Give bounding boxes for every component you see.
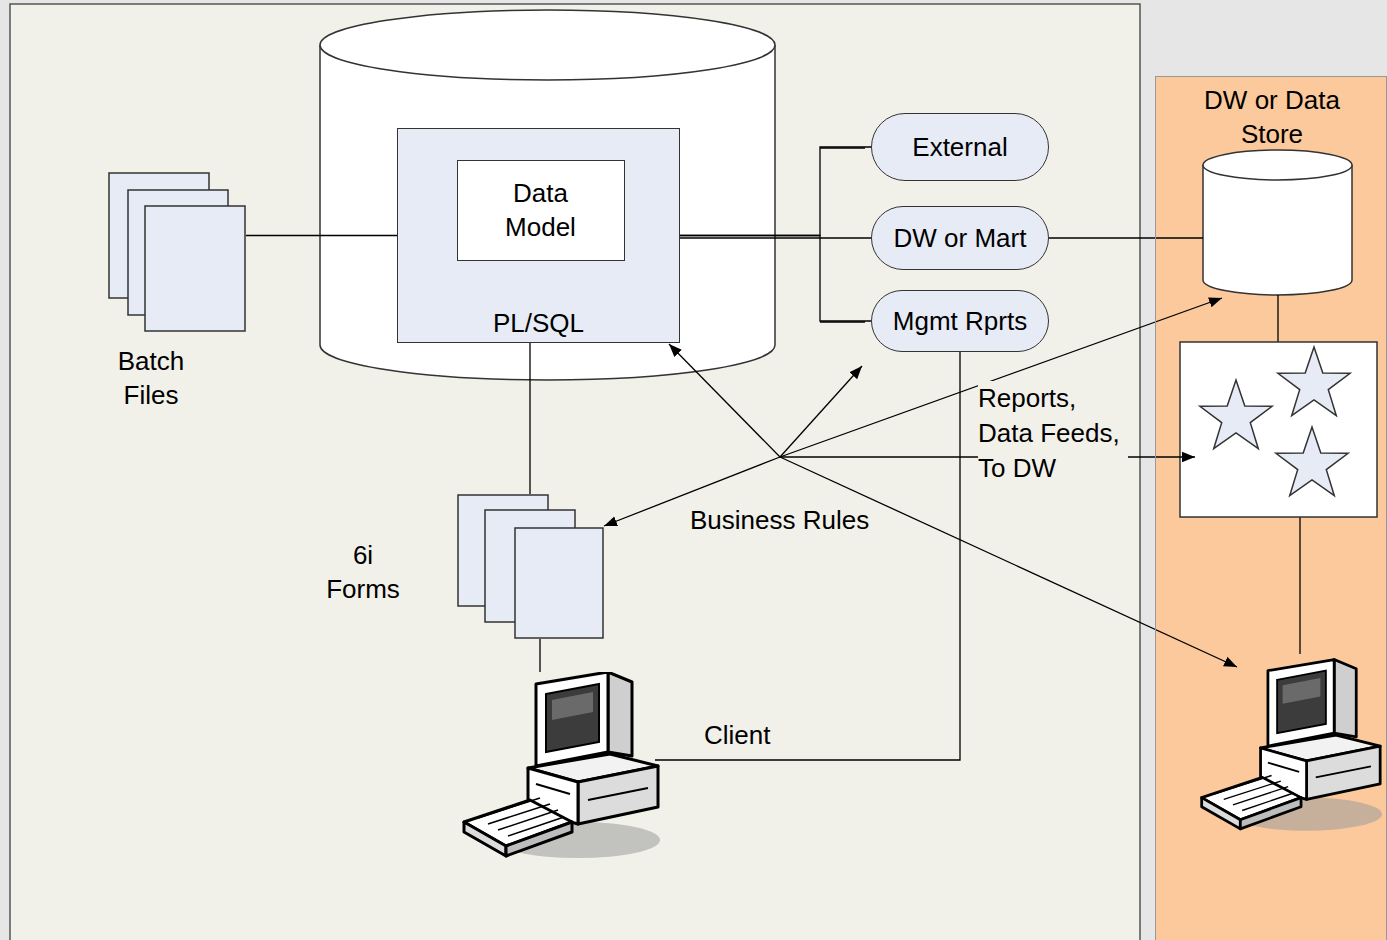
- computer-symbol: [464, 672, 660, 858]
- page-stack-icon: [457, 494, 605, 639]
- output-pill: External: [871, 113, 1049, 181]
- store-panel-fill: [1155, 76, 1387, 940]
- node-text: PL/SQL: [398, 306, 679, 340]
- forms-stack: 6i Forms: [457, 494, 605, 639]
- star-symbol: [1276, 427, 1348, 496]
- node-text: DW or Data Store: [1177, 83, 1367, 151]
- node-text: External: [912, 130, 1007, 164]
- connector: [680, 147, 871, 236]
- output-pill: Mgmt Rprts: [871, 290, 1049, 352]
- star-symbol: [1200, 380, 1272, 449]
- flow-note: Reports, Data Feeds, To DW: [978, 381, 1128, 486]
- star-box: [1180, 342, 1377, 517]
- node-text: Data Model: [481, 176, 601, 244]
- star-symbol: [1278, 347, 1350, 416]
- connector: [539, 639, 540, 672]
- connector: [655, 352, 960, 760]
- database-cylinder: [320, 10, 775, 380]
- bracket: [820, 148, 865, 322]
- page-sheet: [145, 206, 245, 331]
- client-computer: Client: [460, 672, 660, 862]
- output-pill: DW or Mart: [871, 206, 1049, 270]
- page-sheet: [515, 528, 603, 638]
- node-text: DW or Mart: [894, 221, 1027, 255]
- dw-cylinder: [1203, 150, 1352, 295]
- flow-note: Business Rules: [690, 503, 869, 538]
- node-text: 6i Forms: [313, 538, 413, 606]
- business-rule-arrows: [604, 298, 1237, 667]
- node-text: Batch Files: [101, 344, 201, 412]
- batch-file-stack: Batch Files: [108, 172, 246, 332]
- connector: [246, 235, 397, 236]
- data-model-box: Data Model: [457, 160, 625, 261]
- connector: [680, 236, 871, 322]
- connector: [529, 343, 530, 494]
- data-store-panel: DW or Data Store: [1155, 76, 1387, 940]
- node-text: Mgmt Rprts: [893, 304, 1027, 338]
- node-text: Client: [704, 718, 770, 752]
- computer-icon: [460, 672, 660, 862]
- computer-icon: [1202, 660, 1382, 831]
- page-stack-icon: [108, 172, 246, 332]
- plsql-box: PL/SQL Data Model: [397, 128, 680, 343]
- system-panel: [10, 4, 1140, 940]
- connector: [680, 237, 871, 238]
